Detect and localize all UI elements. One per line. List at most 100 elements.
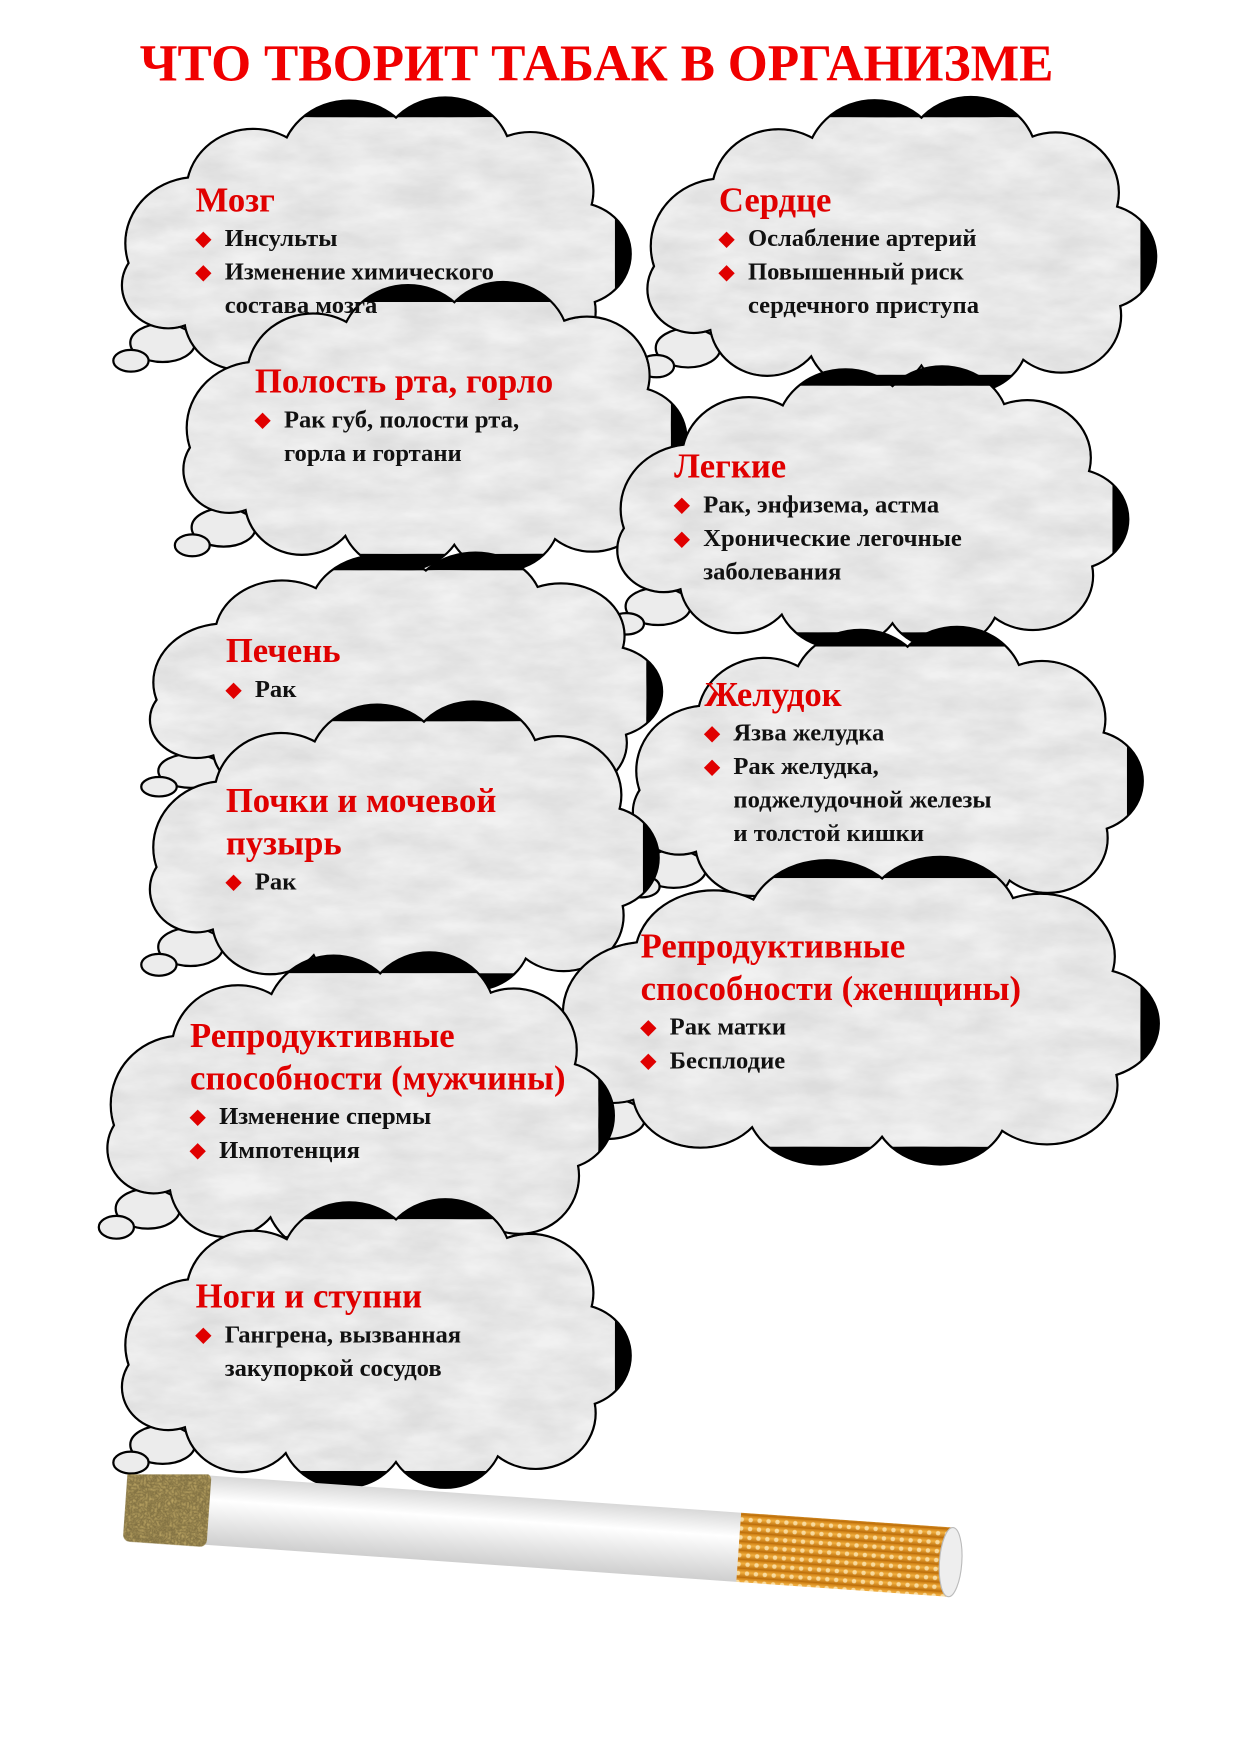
list-item: ◆ Рак (226, 865, 496, 899)
item-text: Ослабление артерий (747, 223, 977, 252)
cloud-heading: Мозг (196, 179, 494, 222)
heading-line: Полость рта, горло (254, 361, 554, 401)
heading-line: Почки и мочевой (225, 780, 497, 820)
item-text: Бесплодие (669, 1045, 786, 1074)
heading-line: Мозг (195, 180, 275, 220)
cloud-item-list: ◆Рак матки◆Бесплодие (641, 1010, 1021, 1077)
item-text: заболевания (703, 557, 842, 586)
list-item: ◆ Ослабление артерий (719, 221, 979, 255)
cloud-shape (623, 625, 1144, 913)
item-text: Рак матки (669, 1012, 787, 1041)
item-text: Гангрена, вызванная (224, 1319, 462, 1348)
item-text: Рак желудка, (733, 751, 879, 780)
item-text: Рак (254, 674, 297, 703)
list-item: ◆ Изменение спермы (190, 1100, 565, 1134)
item-text: Хронические легочные (703, 523, 962, 552)
heading-line: способности (женщины) (640, 968, 1022, 1008)
heading-line: Ноги и ступни (195, 1276, 423, 1316)
cloud-lungs: Легкие ◆ Рак, энфизема, астма ◆ Хронические … (607, 365, 1130, 650)
cloud-item-list: ◆ Изменение спермы ◆ Импотенция (190, 1100, 565, 1167)
cloud-stomach: Желудок ◆ Язва желудка ◆ Рак желудка, поджелу… (623, 625, 1144, 913)
cloud-heading: Желудок (704, 673, 991, 716)
item-text: Инсульты (224, 223, 338, 252)
diamond-bullet-icon: ◆ (704, 721, 720, 744)
cloud-item-list: ◆ Рак (226, 865, 496, 899)
diamond-bullet-icon: ◆ (195, 227, 212, 250)
cloud-item-list: ◆ Гангрена, вызванная закупоркой сосудов (196, 1318, 461, 1385)
item-text: Рак губ, полости рта, (283, 404, 520, 433)
item-text: сердечного приступа (747, 290, 980, 319)
list-item: ◆Рак матки (641, 1010, 1021, 1044)
item-text: Рак (254, 866, 297, 895)
item-text: горла и гортани (283, 438, 462, 467)
diamond-bullet-icon: ◆ (190, 1138, 206, 1162)
diamond-bullet-icon: ◆ (254, 408, 271, 431)
cloud-shape (173, 280, 688, 572)
cloud-text: Ноги и ступни ◆ Гангрена, вызванная закупор… (196, 1275, 461, 1385)
item-text: Изменение химического (224, 257, 494, 286)
heading-line: Репродуктивные (640, 926, 906, 966)
diamond-bullet-icon: ◆ (190, 1105, 206, 1128)
item-text: Язва желудка (733, 718, 885, 747)
heading-line: Сердце (718, 180, 832, 220)
cigarette-tobacco-end (123, 1474, 212, 1547)
heading-line: Желудок (704, 674, 842, 714)
cloud-heading: Ноги и ступни (196, 1275, 461, 1318)
list-item: ◆ Рак (226, 672, 341, 706)
list-item: ◆ Гангрена, вызванная закупоркой сосудов (196, 1318, 461, 1385)
cloud-heart: Сердце◆Ослабление артерий◆Повышенный рис… (637, 95, 1158, 394)
list-item: ◆Бесплодие (641, 1044, 1021, 1078)
cloud-legs: Ноги и ступни ◆ Гангрена, вызванная закупор… (112, 1198, 632, 1489)
cloud-heading: Полость рта, горло (255, 360, 553, 403)
cloud-shape (97, 951, 615, 1255)
item-text: Рак, энфизема, астма (703, 489, 940, 518)
cloud-heading: Сердце (719, 179, 979, 222)
cloud-heading: Легкие (674, 445, 962, 488)
diamond-bullet-icon: ◆ (225, 677, 242, 701)
item-text: Изменение спермы (219, 1101, 432, 1130)
diamond-bullet-icon: ◆ (225, 870, 242, 893)
cloud-text: Сердце◆Ослабление артерий◆Повышенный рис… (719, 179, 979, 322)
diamond-bullet-icon: ◆ (195, 1323, 212, 1346)
cloud-text: Желудок ◆ Язва желудка ◆ Рак желудка, поджелу… (704, 673, 991, 850)
cloud-text: Полость рта, горло ◆ Рак губ, полости рта,… (255, 360, 553, 470)
list-item: ◆ Импотенция (190, 1133, 565, 1167)
list-item: ◆ Рак губ, полости рта, горла и гортани (255, 403, 553, 470)
diamond-bullet-icon: ◆ (674, 526, 690, 550)
cigarette-image (123, 1474, 963, 1598)
heading-line: Печень (225, 630, 341, 671)
cloud-item-list: ◆ Рак, энфизема, астма ◆ Хронические легочн… (674, 488, 962, 589)
list-item: ◆ Рак желудка, поджелудочной железы и толст… (704, 749, 991, 850)
cloud-heading: Печень (226, 630, 341, 673)
item-text: Импотенция (219, 1135, 360, 1164)
cloud-shape (607, 365, 1130, 650)
item-text: закупоркой сосудов (224, 1353, 442, 1382)
diamond-bullet-icon: ◆ (704, 755, 720, 778)
poster-title: ЧТО ТВОРИТ ТАБАК В ОРГАНИЗМЕ (139, 34, 1054, 92)
cloud-shape (112, 1198, 632, 1489)
heading-line: Репродуктивные (190, 1015, 455, 1055)
diamond-bullet-icon: ◆ (718, 227, 735, 250)
diamond-bullet-icon: ◆ (195, 260, 212, 284)
diamond-bullet-icon: ◆ (718, 260, 735, 284)
heading-line: Легкие (674, 446, 787, 486)
list-item: ◆ Рак, энфизема, астма (674, 488, 962, 522)
cigarette-filter (736, 1512, 954, 1597)
diamond-bullet-icon: ◆ (674, 493, 690, 516)
cloud-item-list: ◆ Рак губ, полости рта, горла и гортани (255, 403, 553, 470)
item-text: и толстой кишки (733, 818, 925, 847)
cloud-item-list: ◆ Рак (226, 672, 341, 706)
item-text: поджелудочной железы (733, 785, 992, 814)
cloud-item-list: ◆ Язва желудка ◆ Рак желудка, поджелудочной … (704, 716, 991, 850)
